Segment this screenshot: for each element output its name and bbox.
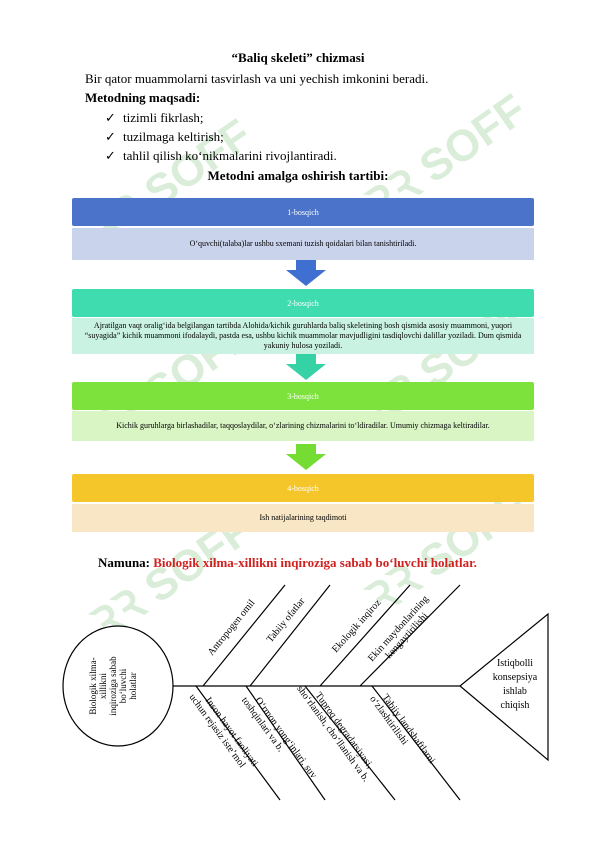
fish-bone	[195, 685, 281, 801]
fish-bone	[359, 584, 461, 687]
stage-1-header: 1-bosqich	[72, 198, 534, 226]
fish-bone	[245, 685, 326, 801]
fish-bone	[202, 584, 286, 687]
stage-2-body: Ajratilgan vaqt oralig‘ida belgilangan t…	[72, 318, 534, 354]
down-arrow-icon	[286, 260, 326, 286]
stage-3-body: Kichik guruhlarga birlashadilar, taqqosl…	[72, 411, 534, 441]
intro-text: Bir qator muammolarni tasvirlash va uni …	[85, 71, 429, 86]
page-title: “Baliq skeleti” chizmasi	[231, 50, 365, 65]
checkmark-icon: ✓	[105, 129, 116, 144]
fish-bone	[304, 685, 396, 801]
svg-text:ishlab: ishlab	[503, 686, 527, 697]
checkmark-icon: ✓	[105, 148, 116, 163]
fish-tail-text: Istiqbolli konsepsiya ishlab chiqish	[493, 658, 538, 711]
down-arrow-icon	[286, 354, 326, 380]
list-item: ✓tizimli fikrlash;	[105, 110, 204, 125]
svg-text:inqiroziga sabab: inqiroziga sabab	[108, 656, 118, 716]
svg-text:Istiqbolli: Istiqbolli	[497, 658, 533, 669]
svg-text:bo‘luvchi: bo‘luvchi	[118, 668, 128, 703]
stage-4-body: Ish natijalarining taqdimoti	[72, 504, 534, 532]
checkmark-icon: ✓	[105, 110, 116, 125]
svg-text:holatlar: holatlar	[128, 672, 138, 700]
fish-head-text: Biologik xilma- xillikni inqiroziga saba…	[88, 656, 138, 716]
svg-text:xillikni: xillikni	[98, 673, 108, 700]
svg-text:chiqish: chiqish	[501, 700, 530, 711]
fish-tail	[459, 612, 549, 762]
svg-text:konsepsiya: konsepsiya	[493, 672, 538, 683]
svg-text:Tuproq degradatsiyasi,: Tuproq degradatsiyasi,	[313, 690, 376, 770]
down-arrow-icon	[286, 444, 326, 470]
procedure-heading: Metodni amalga oshirish tartibi:	[207, 168, 389, 183]
goal-list: ✓tizimli fikrlash; ✓tuzilmaga keltirish;…	[105, 108, 337, 165]
fish-bone	[249, 584, 331, 687]
list-item: ✓tahlil qilish ko‘nikmalarini rivojlanti…	[105, 148, 337, 163]
list-item: ✓tuzilmaga keltirish;	[105, 129, 224, 144]
fishbone-diagram: Biologik xilma- xillikni inqiroziga saba…	[62, 584, 549, 801]
goal-heading: Metodning maqsadi:	[85, 90, 201, 105]
example-heading: Namuna: Biologik xilma-xillikni inqirozi…	[98, 555, 477, 570]
fish-bone	[319, 584, 411, 687]
stage-1-body: O‘quvchi(talaba)lar ushbu sxemani tuzish…	[72, 228, 534, 260]
svg-text:Biologik xilma-: Biologik xilma-	[88, 657, 98, 714]
stage-3-header: 3-bosqich	[72, 382, 534, 410]
bone-label: Tabiiy landshaftlarni o‘zlashtirilishi	[367, 692, 437, 766]
example-title: Biologik xilma-xillikni inqiroziga sabab…	[153, 555, 477, 570]
stage-4-header: 4-bosqich	[72, 474, 534, 502]
stage-2-header: 2-bosqich	[72, 289, 534, 317]
fish-bone	[371, 685, 461, 801]
